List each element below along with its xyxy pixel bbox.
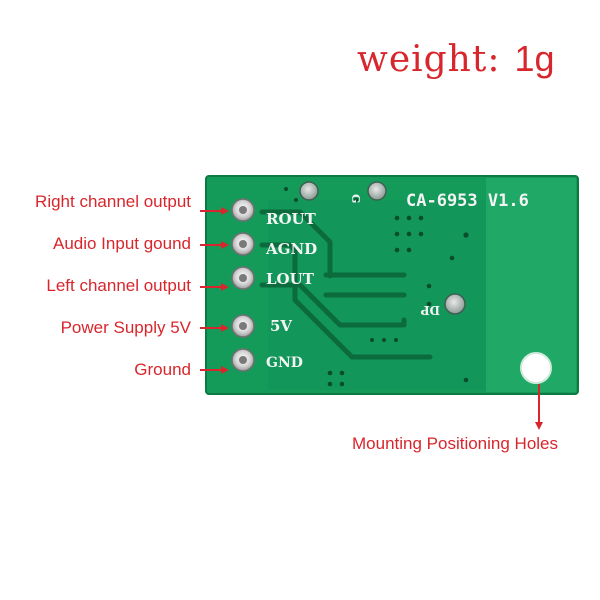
pin-pads: [231, 198, 255, 372]
callout-arrows: [200, 207, 543, 430]
silk-gnd: GND: [266, 355, 303, 371]
label-ground: Ground: [134, 360, 191, 379]
label-mounting-holes: Mounting Positioning Holes: [352, 434, 559, 453]
silk-dp-mark: DP: [421, 303, 440, 317]
mounting-hole: [520, 352, 552, 384]
pcb-traces: [259, 209, 433, 360]
silk-g-mark: G: [349, 194, 362, 203]
silk-agnd: AGND: [265, 240, 317, 258]
weight-label: weight:: [357, 39, 501, 80]
weight-title: weight: 1g: [357, 38, 555, 80]
small-vias: [284, 187, 469, 387]
label-right-channel-output: Right channel output: [35, 192, 191, 211]
label-audio-input-ground: Audio Input gound: [52, 234, 191, 253]
board-model: CA-6953 V1.6: [406, 191, 529, 211]
label-left-channel-output: Left channel output: [46, 276, 191, 295]
silk-5v: 5V: [270, 317, 292, 335]
large-vias: [299, 181, 466, 315]
silk-rout: ROUT: [266, 210, 317, 228]
label-power-supply: Power Supply 5V: [60, 318, 191, 337]
silk-lout: LOUT: [266, 270, 315, 288]
weight-value: 1g: [514, 38, 555, 79]
